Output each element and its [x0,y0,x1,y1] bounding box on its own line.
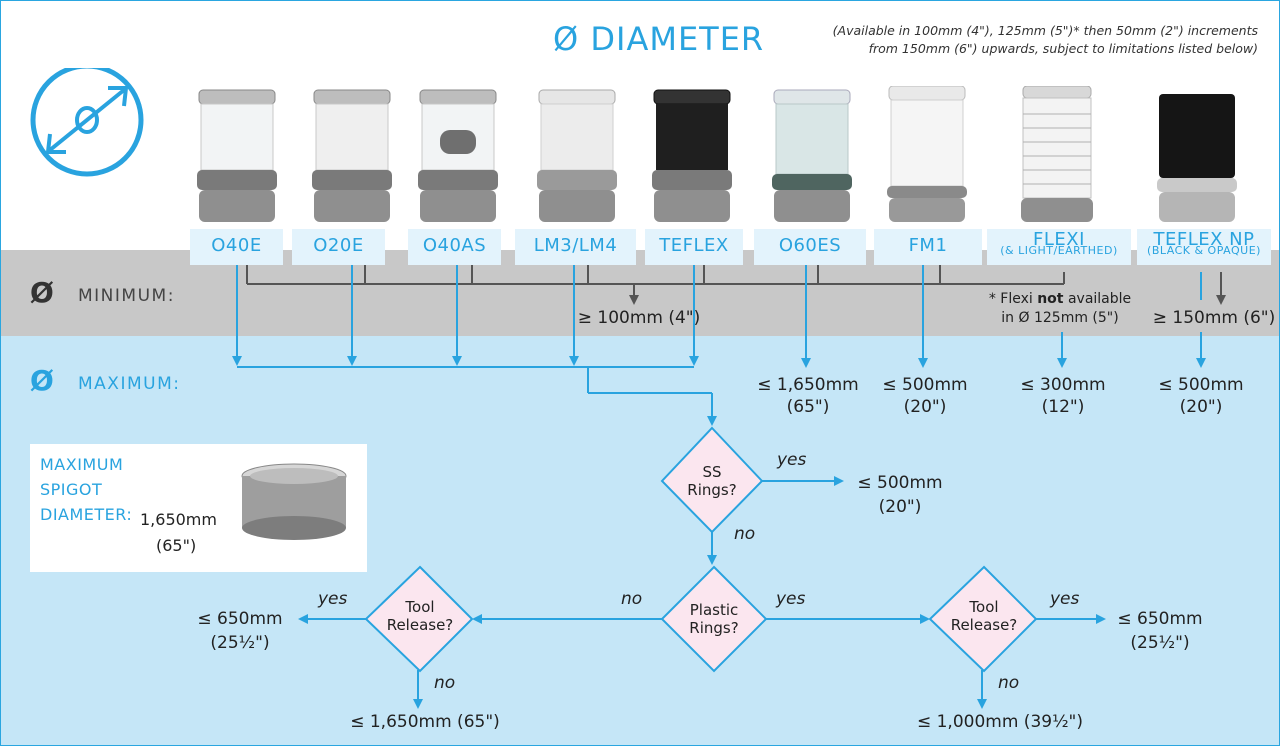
availability-note-line-1: (Available in 100mm (4"), 125mm (5")* th… [832,23,1258,38]
product-image-fm1 [887,86,967,222]
right-tool-no-label: no [998,673,1020,693]
diamond-tool-release-right [928,565,1038,673]
left-tool-no-result: ≤ 1,650mm (65") [350,712,500,732]
left-tool-yes-mm: ≤ 650mm [197,609,283,629]
label-o40as: O40AS [408,229,501,265]
flexi-note-part3: in Ø 125mm (5") [1001,310,1119,326]
max-flexi-in: (12") [1041,397,1085,417]
plastic-rings-question: Plastic Rings? [674,601,754,637]
ss-no-label: no [734,524,756,544]
left-tool-yes-in: (25½") [210,633,270,653]
diameter-icon [30,68,144,177]
spigot-label-line-3: DIAMETER: [40,505,133,524]
plastic-yes-label: yes [776,589,806,609]
label-teflex: TEFLEX [645,229,743,265]
tool-release-right-line-1: Tool [969,598,999,616]
minimum-row-label: MINIMUM: [78,286,175,306]
left-tool-yes-label: yes [318,589,348,609]
product-image-o40e [197,89,277,222]
label-teflex-np-main: TEFLEX NP [1153,229,1255,250]
page-title: Ø DIAMETER [553,20,765,58]
label-lm3-lm4: LM3/LM4 [515,229,636,265]
label-teflex-np-sub: (BLACK & OPAQUE) [1147,244,1261,257]
product-image-flexi [1021,86,1093,222]
ss-yes-label: yes [777,450,807,470]
tool-release-right-line-2: Release? [950,616,1018,634]
max-teflex-np-in: (20") [1179,397,1223,417]
ss-yes-result-mm: ≤ 500mm [857,473,943,493]
ss-yes-result: ≤ 500mm (20") [848,471,952,519]
maximum-row-label: MAXIMUM: [78,374,181,394]
ss-rings-question-line-2: Rings? [687,481,737,499]
maximum-symbol: Ø [30,364,54,397]
spigot-label: MAXIMUM SPIGOT DIAMETER: [40,452,132,527]
max-fm1: ≤ 500mm (20") [870,374,980,418]
max-fm1-mm: ≤ 500mm [882,375,968,395]
max-flexi-mm: ≤ 300mm [1020,375,1106,395]
tool-release-question-right: Tool Release? [939,598,1029,634]
product-image-o40as [418,89,498,222]
spigot-panel: MAXIMUM SPIGOT DIAMETER: 1,650mm (65") [30,444,367,572]
right-tool-no-result: ≤ 1,000mm (39½") [916,712,1084,732]
plastic-rings-question-line-1: Plastic [689,601,739,619]
max-flexi: ≤ 300mm (12") [1008,374,1118,418]
flexi-note-part1: * Flexi [988,291,1033,307]
product-image-o20e [312,89,392,222]
right-tool-yes-in: (25½") [1130,633,1190,653]
plastic-no-label: no [621,589,643,609]
label-flexi-sub: (& LIGHT/EARTHED) [1000,244,1118,257]
right-tool-yes-mm: ≤ 650mm [1117,609,1203,629]
tool-release-left-line-2: Release? [386,616,454,634]
max-fm1-in: (20") [903,397,947,417]
minimum-symbol: Ø [30,276,54,309]
tool-release-question-left: Tool Release? [375,598,465,634]
availability-note-line-2: from 150mm (6") upwards, subject to limi… [868,41,1258,56]
flexi-note-part2: available [1067,291,1132,307]
max-teflex-np-mm: ≤ 500mm [1158,375,1244,395]
flexi-note-not: not [1037,291,1064,307]
min-teflex-np: ≥ 150mm (6") [1152,308,1276,328]
spigot-image [241,463,347,540]
min-general: ≥ 100mm (4") [577,308,701,328]
left-tool-yes-result: ≤ 650mm (25½") [188,607,292,655]
ss-rings-question-line-1: SS [702,463,722,481]
product-image-lm3-lm4 [537,89,617,222]
label-o60es: O60ES [754,229,866,265]
left-tool-no-label: no [434,673,456,693]
diamond-tool-release-left [364,565,474,673]
spigot-label-line-1: MAXIMUM [40,455,124,474]
right-tool-yes-label: yes [1050,589,1080,609]
max-o60es: ≤ 1,650mm (65") [748,374,868,418]
label-flexi: FLEXI (& LIGHT/EARTHED) [987,229,1131,265]
spigot-label-line-2: SPIGOT [40,480,103,499]
label-o20e: O20E [292,229,385,265]
product-image-teflex-np [1157,94,1237,222]
max-teflex-np: ≤ 500mm (20") [1146,374,1256,418]
diamond-ss-rings [660,426,764,534]
spigot-value: 1,650mm [140,510,217,529]
label-o40e: O40E [190,229,283,265]
label-teflex-np: TEFLEX NP (BLACK & OPAQUE) [1137,229,1271,265]
availability-note: (Available in 100mm (4"), 125mm (5")* th… [818,22,1258,58]
product-image-teflex [652,89,732,222]
max-o60es-in: (65") [786,397,830,417]
spigot-value-inches: (65") [156,536,197,555]
flexi-note: * Flexi not available in Ø 125mm (5") [985,290,1135,328]
plastic-rings-question-line-2: Rings? [689,619,739,637]
ss-yes-result-in: (20") [878,497,922,517]
right-tool-yes-result: ≤ 650mm (25½") [1108,607,1212,655]
product-image-o60es [772,89,852,222]
label-flexi-main: FLEXI [1033,229,1085,250]
max-o60es-mm: ≤ 1,650mm [757,375,859,395]
ss-rings-question: SS Rings? [672,463,752,499]
tool-release-left-line-1: Tool [405,598,435,616]
diamond-plastic-rings [660,565,768,673]
label-fm1: FM1 [874,229,982,265]
